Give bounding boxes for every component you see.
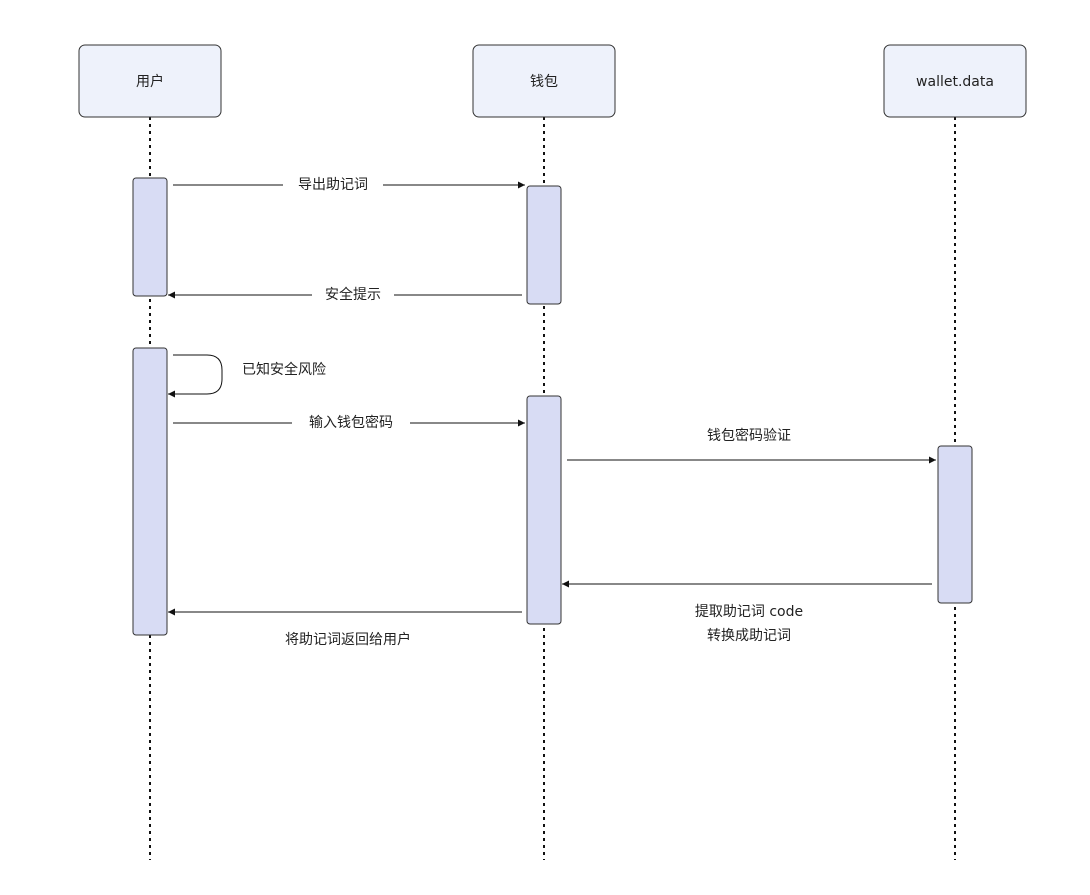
message-return-mnemonic: 将助记词返回给用户 [168, 608, 522, 648]
actor-label-wallet: 钱包 [530, 74, 558, 90]
message-label: 安全提示 [325, 286, 381, 303]
actor-label-wallet-data: wallet.data [916, 74, 994, 90]
message-label: 将助记词返回给用户 [285, 631, 411, 648]
message-security-notice: 安全提示 [168, 284, 522, 306]
message-password-verify: 钱包密码验证 [567, 427, 936, 464]
activation-user-1 [132, 177, 168, 297]
actor-user: 用户 [78, 44, 222, 118]
actor-wallet-data: wallet.data [883, 44, 1027, 118]
message-extract-mnemonic: 提取助记词 code 转换成助记词 [562, 580, 932, 644]
message-enter-password: 输入钱包密码 [173, 412, 525, 434]
message-label: 已知安全风险 [242, 361, 326, 378]
message-label: 钱包密码验证 [707, 427, 791, 444]
activation-wallet-data-1 [937, 445, 973, 604]
message-label: 输入钱包密码 [309, 414, 393, 431]
actor-wallet: 钱包 [472, 44, 616, 118]
activation-wallet-2 [526, 395, 562, 625]
activation-user-2 [132, 347, 168, 636]
message-label-line-2: 转换成助记词 [707, 627, 791, 644]
message-label-line-1: 提取助记词 code [695, 604, 803, 620]
actor-label-user: 用户 [136, 73, 164, 90]
message-risk-acknowledged: 已知安全风险 [168, 354, 326, 398]
message-label: 导出助记词 [298, 177, 368, 193]
message-export-mnemonic: 导出助记词 [173, 174, 525, 196]
activation-wallet-1 [526, 185, 562, 305]
